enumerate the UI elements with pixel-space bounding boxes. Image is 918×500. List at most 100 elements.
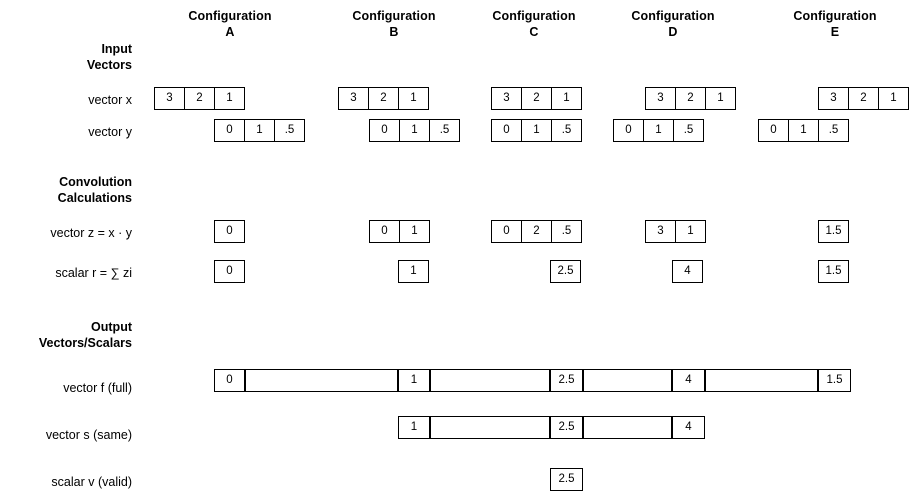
cell: .5 — [673, 119, 704, 142]
cell: 1 — [214, 87, 245, 110]
section-title-line1: Convolution — [59, 175, 132, 189]
column-header-letter: B — [389, 25, 399, 39]
cell: 3 — [154, 87, 185, 110]
cell: 3 — [645, 220, 676, 243]
cell: 0 — [369, 220, 400, 243]
cell: 0 — [214, 369, 245, 392]
column-header-title: Configuration — [631, 9, 715, 23]
column-header-title: Configuration — [492, 9, 576, 23]
cell: 1 — [399, 220, 430, 243]
row-label-vector-y: vector y — [88, 125, 132, 139]
section-title-line1: Input — [101, 42, 132, 56]
column-header-letter: E — [830, 25, 840, 39]
section-title-line2: Calculations — [57, 191, 132, 205]
row-label-vector-s-same: vector s (same) — [45, 428, 132, 442]
cell: 3 — [645, 87, 676, 110]
cell: 3 — [491, 87, 522, 110]
cell: .5 — [429, 119, 460, 142]
cell: 1 — [788, 119, 819, 142]
section-title-line1: Output — [91, 320, 132, 334]
cell: 1 — [643, 119, 674, 142]
vector-scalar-r-config-a: 0 — [214, 260, 245, 283]
cell: 1 — [398, 369, 430, 392]
cell: 1 — [675, 220, 706, 243]
vector-vector-z-config-e: 1.5 — [818, 220, 849, 243]
cell-spacer — [245, 369, 398, 392]
cell: 1 — [521, 119, 552, 142]
column-header-letter: C — [529, 25, 539, 39]
cell: 2 — [848, 87, 879, 110]
cell: 3 — [818, 87, 849, 110]
vector-scalar-r-config-d: 4 — [672, 260, 703, 283]
cell: 2 — [521, 220, 552, 243]
cell: 2 — [675, 87, 706, 110]
cell: 0 — [758, 119, 789, 142]
cell: 0 — [613, 119, 644, 142]
column-header-letter: D — [668, 25, 678, 39]
cell-spacer — [430, 369, 550, 392]
row-label-vector-f-full: vector f (full) — [63, 381, 132, 395]
cell: 0 — [214, 119, 245, 142]
cell: 2 — [184, 87, 215, 110]
cell: 2.5 — [550, 369, 583, 392]
cell: 1 — [398, 416, 430, 439]
cell-spacer — [705, 369, 818, 392]
cell: .5 — [551, 220, 582, 243]
cell: 4 — [672, 260, 703, 283]
column-header-letter: A — [225, 25, 235, 39]
cell: 1 — [398, 87, 429, 110]
vector-scalar-r-config-c: 2.5 — [550, 260, 581, 283]
cell: 0 — [214, 220, 245, 243]
cell: 1 — [878, 87, 909, 110]
cell: 2.5 — [550, 468, 583, 491]
cell: 1 — [705, 87, 736, 110]
cell: 1.5 — [818, 369, 851, 392]
column-header-title: Configuration — [188, 9, 272, 23]
cell: 1.5 — [818, 260, 849, 283]
cell: 1 — [244, 119, 275, 142]
cell: 4 — [672, 416, 705, 439]
cell: 0 — [491, 220, 522, 243]
row-label-vector-z: vector z = x · y — [50, 226, 132, 240]
vector-scalar-r-config-e: 1.5 — [818, 260, 849, 283]
cell: 1 — [399, 119, 430, 142]
vector-vector-z-config-a: 0 — [214, 220, 245, 243]
cell: 3 — [338, 87, 369, 110]
row-label-vector-x: vector x — [88, 93, 132, 107]
column-header-title: Configuration — [793, 9, 877, 23]
cell-spacer — [583, 369, 672, 392]
cell: 2.5 — [550, 260, 581, 283]
cell: 1.5 — [818, 220, 849, 243]
cell: .5 — [274, 119, 305, 142]
row-label-scalar-v-valid: scalar v (valid) — [51, 475, 132, 489]
cell: 2.5 — [550, 416, 583, 439]
cell: 4 — [672, 369, 705, 392]
cell: 1 — [398, 260, 429, 283]
cell: 2 — [368, 87, 399, 110]
section-title-line2: Vectors — [86, 58, 132, 72]
cell: 2 — [521, 87, 552, 110]
cell: .5 — [551, 119, 582, 142]
cell-spacer — [583, 416, 672, 439]
cell: .5 — [818, 119, 849, 142]
column-header-title: Configuration — [352, 9, 436, 23]
